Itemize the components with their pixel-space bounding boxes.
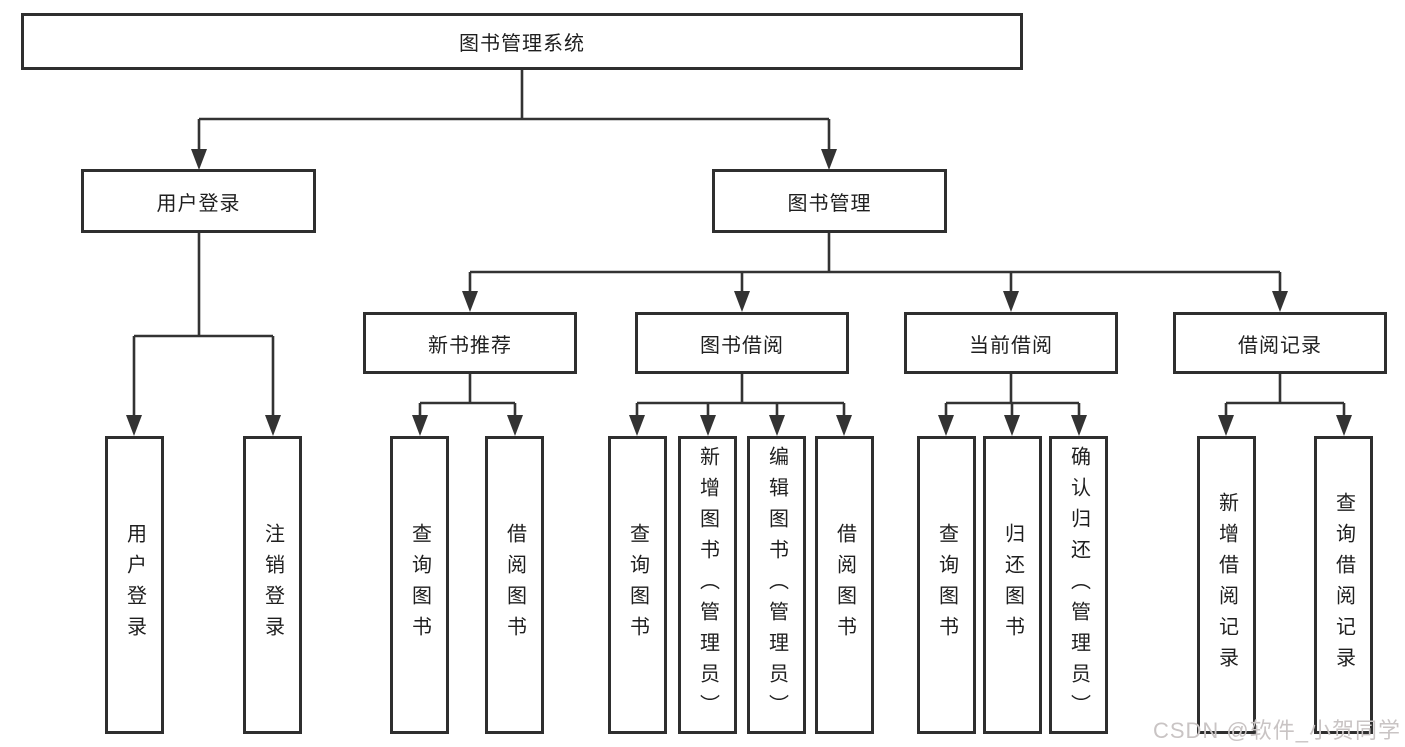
node-label: 用户登录 (156, 192, 241, 215)
node-label: 图书管理系统 (459, 33, 585, 55)
node-label: 图书管理 (787, 192, 872, 215)
node-label: 查询借阅记录 (1332, 492, 1355, 678)
node-label: 查询图书 (626, 523, 649, 647)
leaf-confirm-return-admin: 确认归还（管理员） (1049, 436, 1108, 734)
leaf-add-books-admin: 新增图书（管理员） (678, 436, 737, 734)
node-label: 编辑图书（管理员） (765, 445, 788, 725)
node-label: 借阅图书 (833, 523, 856, 647)
node-label: 借阅记录 (1238, 334, 1322, 357)
node-user-login: 用户登录 (81, 169, 316, 233)
node-book-borrow: 图书借阅 (635, 312, 849, 374)
leaf-logout-login: 注销登录 (243, 436, 302, 734)
leaf-query-books-borrow: 查询图书 (608, 436, 667, 734)
leaf-add-borrow-record: 新增借阅记录 (1197, 436, 1256, 734)
leaf-borrow-books-recommend: 借阅图书 (485, 436, 544, 734)
node-label: 新书推荐 (428, 334, 512, 357)
node-label: 注销登录 (261, 523, 284, 647)
node-label: 用户登录 (123, 523, 146, 647)
node-label: 归还图书 (1001, 523, 1024, 647)
node-label: 新增图书（管理员） (696, 445, 719, 725)
node-book-management: 图书管理 (712, 169, 947, 233)
leaf-edit-books-admin: 编辑图书（管理员） (747, 436, 806, 734)
leaf-query-books-current: 查询图书 (917, 436, 976, 734)
node-borrow-records: 借阅记录 (1173, 312, 1387, 374)
arrowhead-icons (126, 149, 1352, 436)
node-new-book-recommend: 新书推荐 (363, 312, 577, 374)
leaf-query-books-recommend: 查询图书 (390, 436, 449, 734)
node-label: 查询图书 (935, 523, 958, 647)
node-current-borrow: 当前借阅 (904, 312, 1118, 374)
leaf-query-borrow-record: 查询借阅记录 (1314, 436, 1373, 734)
node-label: 图书借阅 (700, 334, 784, 357)
node-label: 借阅图书 (503, 523, 526, 647)
node-system-root: 图书管理系统 (21, 13, 1023, 70)
node-label: 新增借阅记录 (1215, 492, 1238, 678)
node-label: 确认归还（管理员） (1067, 445, 1090, 725)
csdn-watermark: CSDN @软件_小贺同学 (1152, 718, 1401, 743)
node-label: 当前借阅 (969, 334, 1053, 357)
leaf-return-books: 归还图书 (983, 436, 1042, 734)
node-label: 查询图书 (408, 523, 431, 647)
leaf-borrow-books: 借阅图书 (815, 436, 874, 734)
tree-edges (132, 70, 1346, 417)
leaf-user-login: 用户登录 (105, 436, 164, 734)
